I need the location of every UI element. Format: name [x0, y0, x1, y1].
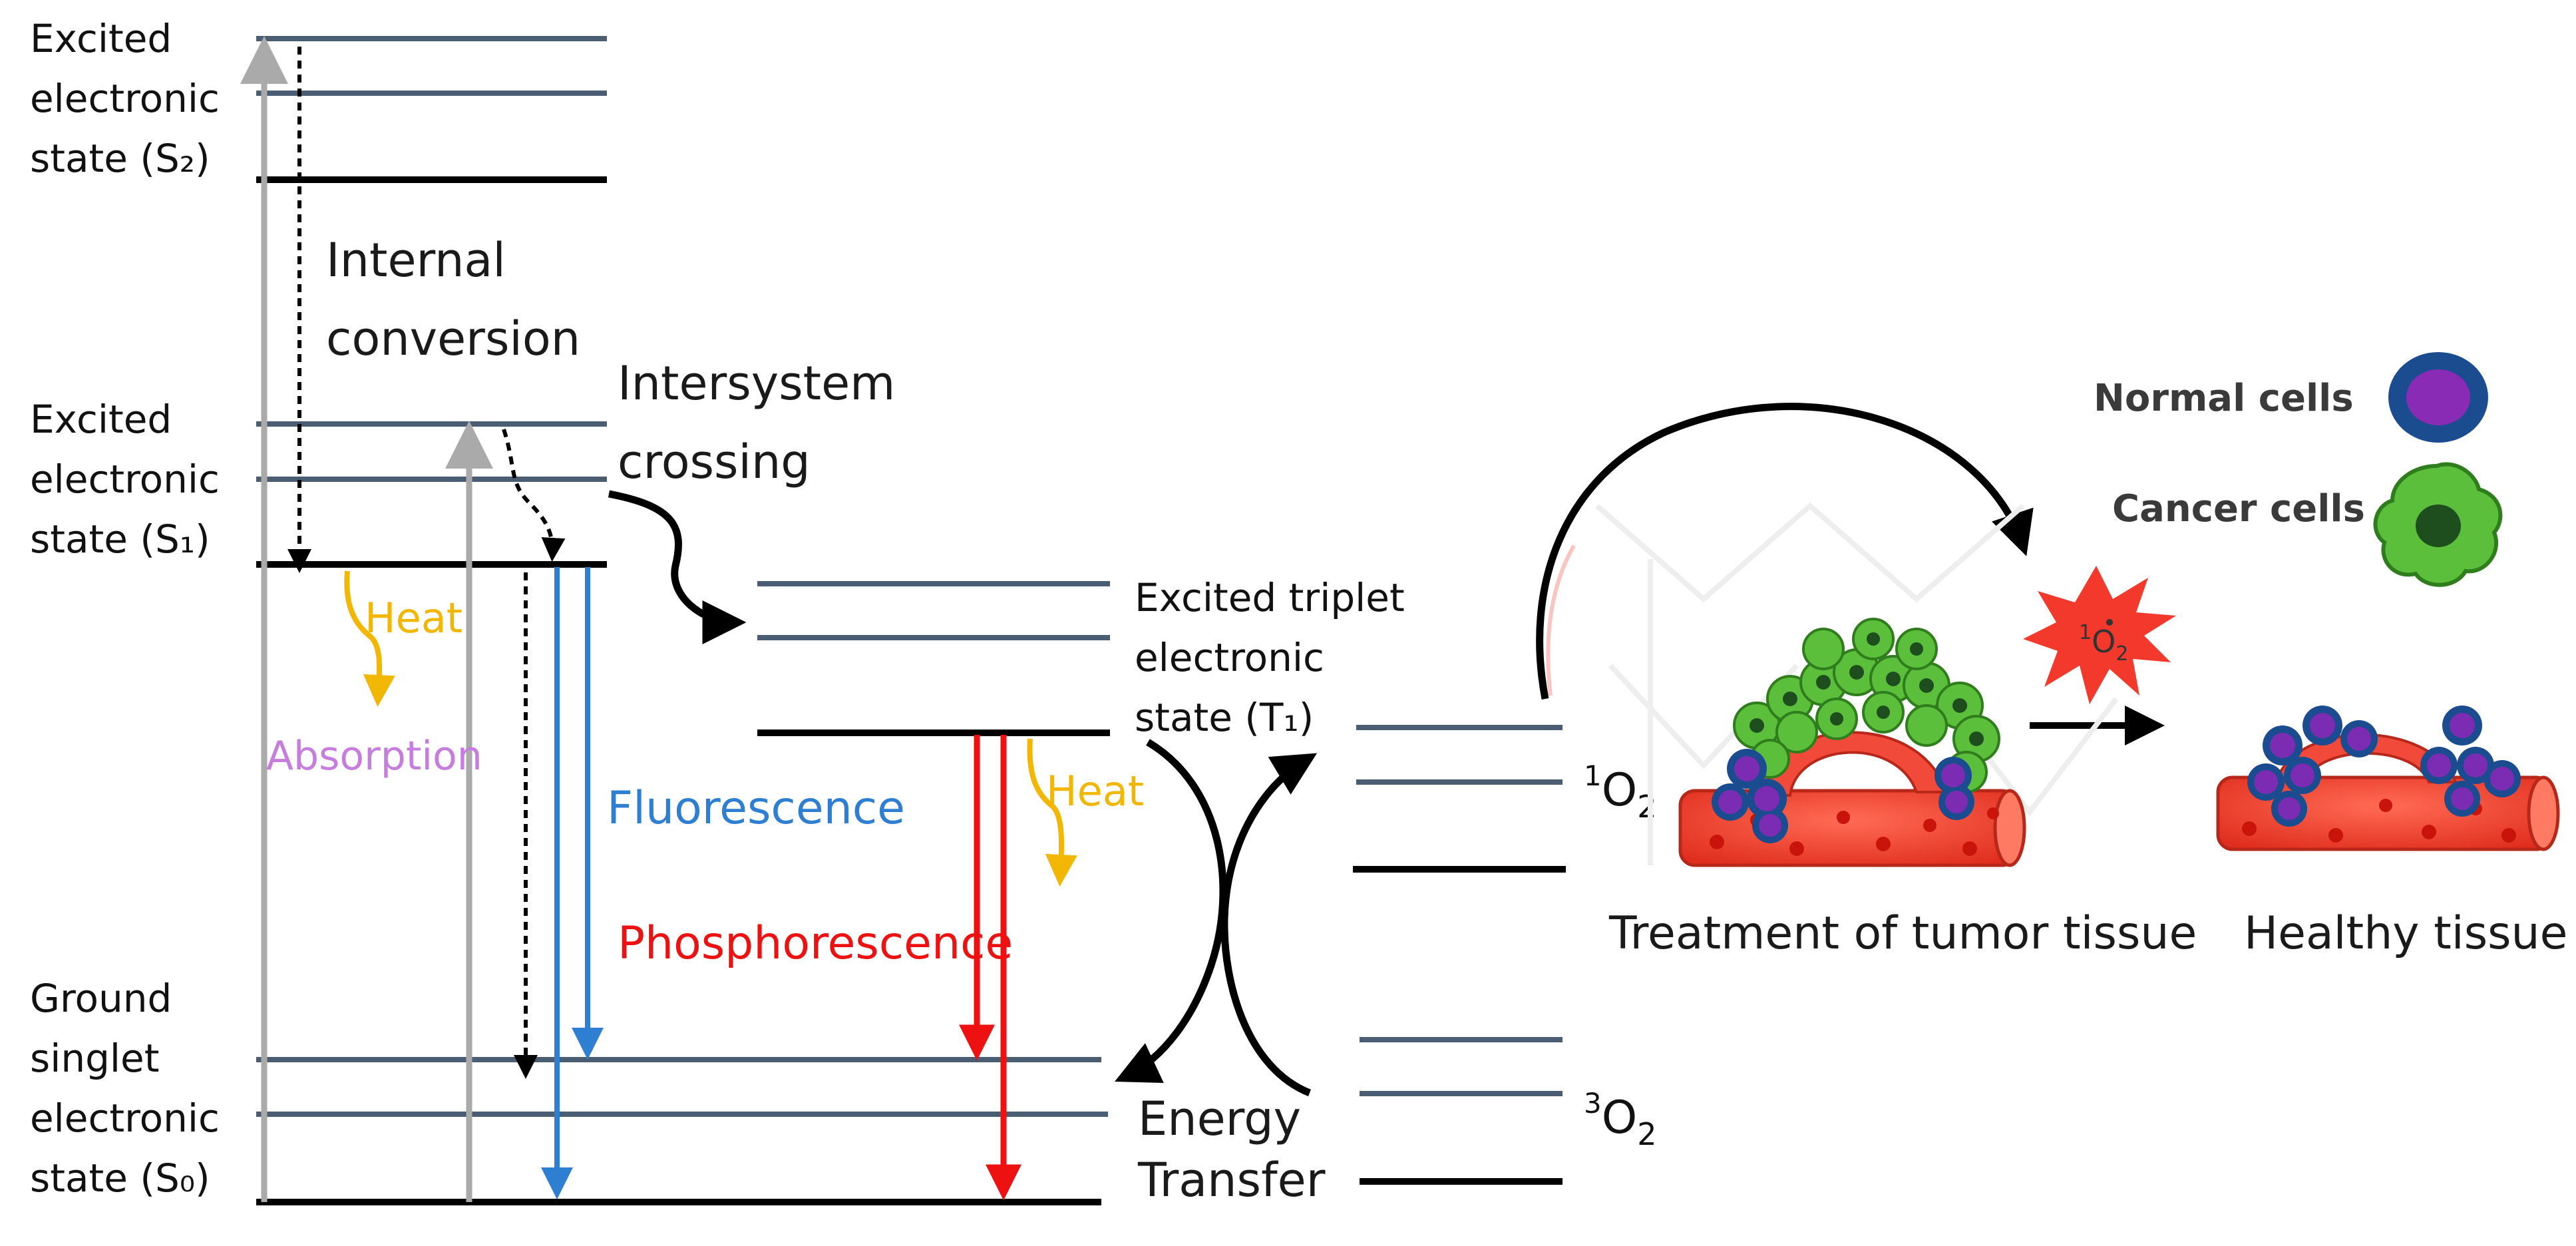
t1-label-line-3: state (T₁) — [1135, 695, 1314, 740]
s0-label-line-3: electronic — [30, 1096, 220, 1141]
s0-label-line-2: singlet — [30, 1036, 159, 1081]
heat-arrow-t1 — [1027, 738, 1077, 887]
normal-cell-nucleus-icon — [2406, 369, 2470, 425]
legend-cancer-label: Cancer cells — [2112, 487, 2365, 530]
triplet-oxygen-sub: 2 — [1637, 1116, 1656, 1152]
s0-label: Ground singlet electronic state (S₀) — [30, 976, 232, 1201]
s2-label-line-1: Excited — [30, 16, 172, 61]
burst-oxygen-sub: 2 — [2116, 642, 2128, 666]
s2-label: Excited electronic state (S₂) — [30, 16, 232, 181]
s1-label-line-3: state (S₁) — [30, 517, 210, 562]
healthy-normal-cells — [2247, 706, 2521, 827]
intersystem-crossing-line-1: Intersystem — [618, 356, 895, 411]
burst-oxygen-sup: 1 — [2079, 621, 2092, 644]
tumor-vessel-end — [1993, 789, 2026, 867]
intersystem-crossing-curve — [608, 490, 747, 644]
energy-transfer-line-2: Transfer — [1137, 1153, 1326, 1207]
energy-transfer-curve-up — [1220, 753, 1318, 1097]
burst-star-icon — [2023, 566, 2176, 704]
oxygen-labels: 1O2 3O2 — [1584, 759, 1657, 1152]
transition-arrows — [240, 36, 2165, 1202]
internal-conversion-label: Internal conversion — [326, 233, 580, 366]
cancer-cell-icon — [2373, 462, 2503, 587]
healthy-vessel-end — [2527, 775, 2560, 851]
intersystem-crossing-label: Intersystem crossing — [618, 356, 910, 489]
internal-conversion-line-2: conversion — [326, 312, 580, 366]
fluorescence-label: Fluorescence — [607, 782, 905, 835]
s2-label-line-3: state (S₂) — [30, 136, 210, 181]
reaction-arc-arrow — [1536, 403, 2034, 700]
heat-label-t1: Heat — [1046, 767, 1144, 815]
burst-oxygen-base: O — [2092, 624, 2116, 660]
t1-label: Excited triplet electronic state (T₁) — [1135, 575, 1417, 740]
tumor-tissue-illustration: Treatment of tumor tissue — [1595, 502, 2197, 960]
singlet-oxygen-label: 1O2 — [1584, 759, 1657, 825]
s1-label: Excited electronic state (S₁) — [30, 397, 232, 562]
absorption-label: Absorption — [266, 733, 482, 779]
healthy-tissue-illustration: Healthy tissue — [2216, 706, 2568, 960]
t1-label-line-1: Excited triplet — [1135, 575, 1405, 620]
s2-label-line-2: electronic — [30, 76, 220, 121]
burst-radical-dot — [2106, 619, 2113, 626]
t1-label-line-2: electronic — [1135, 635, 1324, 680]
heat-label-s1: Heat — [365, 594, 462, 642]
intersystem-crossing-line-2: crossing — [618, 435, 811, 489]
treatment-caption: Treatment of tumor tissue — [1608, 907, 2197, 960]
healthy-vessel-blood-cells — [2242, 799, 2516, 843]
burst-oxygen-label: 1O2 — [2079, 621, 2128, 666]
triplet-oxygen-base: O — [1602, 1092, 1638, 1144]
process-labels: Internal conversion Intersystem crossing… — [266, 233, 1326, 1207]
energy-transfer-curve-down — [1115, 739, 1227, 1083]
s0-label-line-1: Ground — [30, 976, 172, 1021]
triplet-oxygen-sup: 3 — [1584, 1087, 1602, 1120]
healthy-caption: Healthy tissue — [2244, 907, 2568, 960]
heat-arrow-s1 — [344, 570, 395, 707]
phosphorescence-label: Phosphorescence — [618, 917, 1013, 970]
state-labels: Excited electronic state (S₂) Excited el… — [30, 16, 1417, 1201]
internal-conversion-line-1: Internal — [326, 233, 506, 288]
triplet-oxygen-label: 3O2 — [1584, 1087, 1657, 1152]
energy-levels — [256, 36, 1566, 1205]
singlet-oxygen-burst: 1O2 — [2023, 566, 2176, 704]
cell-legend: Normal cells Cancer cells — [2094, 352, 2503, 587]
singlet-oxygen-base: O — [1602, 764, 1638, 817]
tumor-normal-cells — [1712, 749, 1974, 843]
intersystem-dotted-arrow — [502, 429, 566, 562]
energy-transfer-label: Energy Transfer — [1137, 1092, 1326, 1207]
legend-normal-label: Normal cells — [2094, 377, 2354, 420]
cancer-cell-nuclei — [1749, 632, 1984, 746]
singlet-oxygen-sub: 2 — [1637, 789, 1656, 825]
s0-label-line-4: state (S₀) — [30, 1155, 210, 1201]
s1-label-line-1: Excited — [30, 397, 172, 442]
s1-label-line-2: electronic — [30, 457, 220, 502]
reaction-arc-glow — [1546, 544, 1576, 696]
energy-transfer-line-1: Energy — [1138, 1092, 1301, 1146]
singlet-oxygen-sup: 1 — [1584, 759, 1602, 792]
